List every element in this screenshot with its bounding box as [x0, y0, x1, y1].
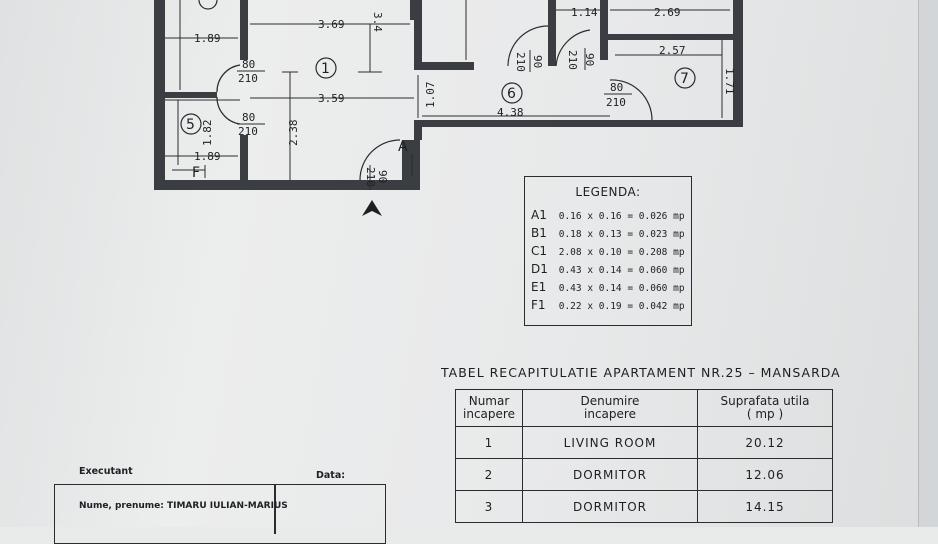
page-fold-line [918, 0, 919, 527]
legend-title: LEGENDA: [575, 185, 641, 199]
door-label-a: 80 210 [237, 58, 265, 85]
cell-num: 3 [455, 490, 523, 523]
plan-lines [165, 0, 730, 180]
legend-row: C1 2.08 x 0.10 = 0.208 mp [531, 244, 685, 258]
door-label-c: 80 210 [604, 81, 632, 109]
room-label-1: 1 [321, 61, 330, 77]
legend-formula: 0.16 x 0.16 = 0.026 mp [558, 211, 685, 222]
executant-name: Nume, prenume: TIMARU IULIAN-MARIUS [79, 501, 288, 511]
cell-num: 2 [455, 458, 523, 491]
legend-row: F1 0.22 x 0.19 = 0.042 mp [531, 298, 685, 312]
door-label-d: 210 90 [364, 165, 389, 190]
table-title: TABEL RECAPITULATIE APARTAMENT NR.25 – M… [441, 365, 841, 380]
door-label-b: 80 210 [237, 111, 265, 138]
cell-name: DORMITOR [522, 458, 698, 491]
dim-4-38: 4.38 [497, 106, 524, 119]
cell-name: LIVING ROOM [522, 426, 698, 459]
legend-row: D1 0.43 x 0.14 = 0.060 mp [531, 262, 685, 276]
entrance-arrow-icon [362, 200, 382, 216]
dim-1-89-top: 1.89 [194, 32, 221, 45]
dim-1-07: 1.07 [424, 82, 437, 109]
marker-a: A [398, 139, 408, 155]
svg-text:210: 210 [606, 96, 626, 109]
legend-row: A1 0.16 x 0.16 = 0.026 mp [531, 208, 685, 222]
dim-3-69: 3.69 [318, 18, 345, 31]
room-label-5: 5 [186, 117, 195, 133]
room-circles [180, 0, 696, 135]
cell-num: 1 [455, 426, 523, 459]
door-label-f: 210 90 [566, 48, 596, 70]
legend-row: B1 0.18 x 0.13 = 0.023 mp [531, 226, 685, 240]
legend-key: E1 [531, 280, 547, 294]
table-row: 3 DORMITOR 14.15 [455, 490, 833, 523]
legend-box: LEGENDA: A1 0.16 x 0.16 = 0.026 mp B1 0.… [524, 176, 692, 326]
legend-formula: 2.08 x 0.10 = 0.208 mp [558, 247, 685, 258]
cell-area: 12.06 [697, 458, 833, 491]
svg-text:80: 80 [242, 111, 255, 124]
door-label-e: 210 90 [514, 50, 544, 72]
legend-key: F1 [531, 298, 546, 312]
page-edge [919, 0, 938, 527]
svg-text:80: 80 [610, 81, 623, 94]
legend-formula: 0.43 x 0.14 = 0.060 mp [558, 283, 685, 294]
legend-row: E1 0.43 x 0.14 = 0.060 mp [531, 280, 685, 294]
dim-1-82: 1.82 [201, 120, 214, 147]
cell-name: DORMITOR [522, 490, 698, 523]
executant-label: Executant [79, 466, 133, 477]
legend-formula: 0.43 x 0.14 = 0.060 mp [558, 265, 685, 276]
dim-1-89-bottom: 1.89 [194, 150, 221, 163]
dim-3-59: 3.59 [318, 92, 345, 105]
date-label: Data: [316, 470, 346, 481]
legend-key: A1 [531, 208, 547, 222]
marker-f: F [192, 165, 200, 181]
room-label-7: 7 [680, 71, 689, 87]
cell-area: 14.15 [697, 490, 833, 523]
svg-text:210: 210 [238, 125, 258, 138]
table-row: 1 LIVING ROOM 20.12 [455, 426, 833, 459]
svg-text:80: 80 [242, 58, 255, 71]
svg-text:90: 90 [531, 55, 544, 68]
svg-text:210: 210 [238, 72, 258, 85]
legend-formula: 0.18 x 0.13 = 0.023 mp [558, 229, 685, 240]
table-row: 2 DORMITOR 12.06 [455, 458, 833, 491]
plan-walls [154, 0, 743, 190]
door-swings [216, 25, 653, 181]
executant-divider [274, 484, 276, 534]
header-area: Suprafata utila( mp ) [697, 389, 833, 427]
dim-2-38: 2.38 [287, 120, 300, 147]
dim-1-14: 1.14 [571, 6, 598, 19]
legend-formula: 0.22 x 0.19 = 0.042 mp [558, 301, 685, 312]
dim-3-4: 3.4 [371, 12, 384, 32]
svg-text:90: 90 [376, 170, 389, 183]
legend-key: B1 [531, 226, 547, 240]
svg-text:90: 90 [583, 53, 596, 66]
floor-plan: 1 5 6 7 3.69 3.4 1.89 1.14 2.69 2.57 1.7… [154, 0, 743, 216]
svg-text:210: 210 [566, 50, 579, 70]
room-label-6: 6 [507, 86, 516, 102]
legend-key: C1 [531, 244, 548, 258]
svg-text:210: 210 [514, 52, 527, 72]
executant-box [54, 484, 386, 544]
legend-key: D1 [531, 262, 548, 276]
dim-2-69: 2.69 [654, 6, 681, 19]
cell-area: 20.12 [697, 426, 833, 459]
dim-2-57: 2.57 [659, 44, 686, 57]
dim-1-71: 1.71 [723, 68, 736, 95]
